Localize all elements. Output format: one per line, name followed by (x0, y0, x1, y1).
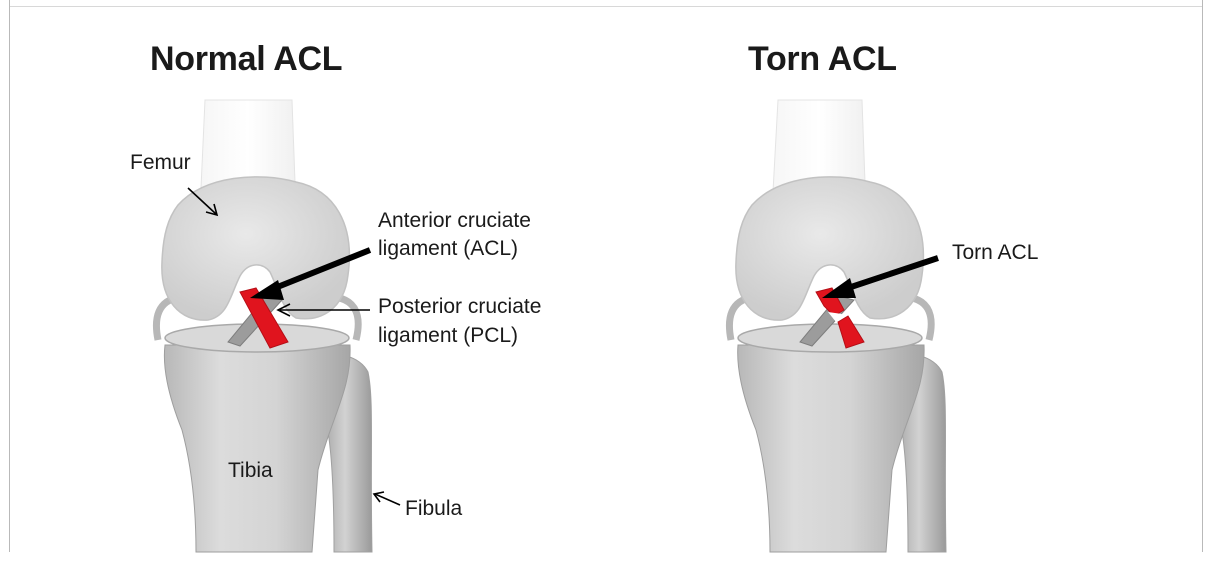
tibia-bone (164, 345, 350, 552)
fibula-label: Fibula (405, 496, 462, 522)
acl-label-line1: Anterior cruciate (378, 208, 531, 234)
tibia-bone (738, 345, 924, 552)
pcl-label-line2: ligament (PCL) (378, 323, 518, 349)
normal-knee-illustration (0, 0, 606, 576)
tibia-label: Tibia (228, 458, 273, 484)
normal-acl-title: Normal ACL (150, 40, 342, 79)
torn-acl-title: Torn ACL (748, 40, 897, 79)
torn-acl-label: Torn ACL (952, 240, 1038, 266)
femur-label: Femur (130, 150, 191, 176)
pcl-label-line1: Posterior cruciate (378, 294, 541, 320)
torn-knee-illustration (580, 0, 1200, 576)
tibial-plateau (738, 324, 922, 352)
right-border (1202, 0, 1203, 552)
tibial-plateau (165, 324, 349, 352)
acl-label-line2: ligament (ACL) (378, 236, 518, 262)
